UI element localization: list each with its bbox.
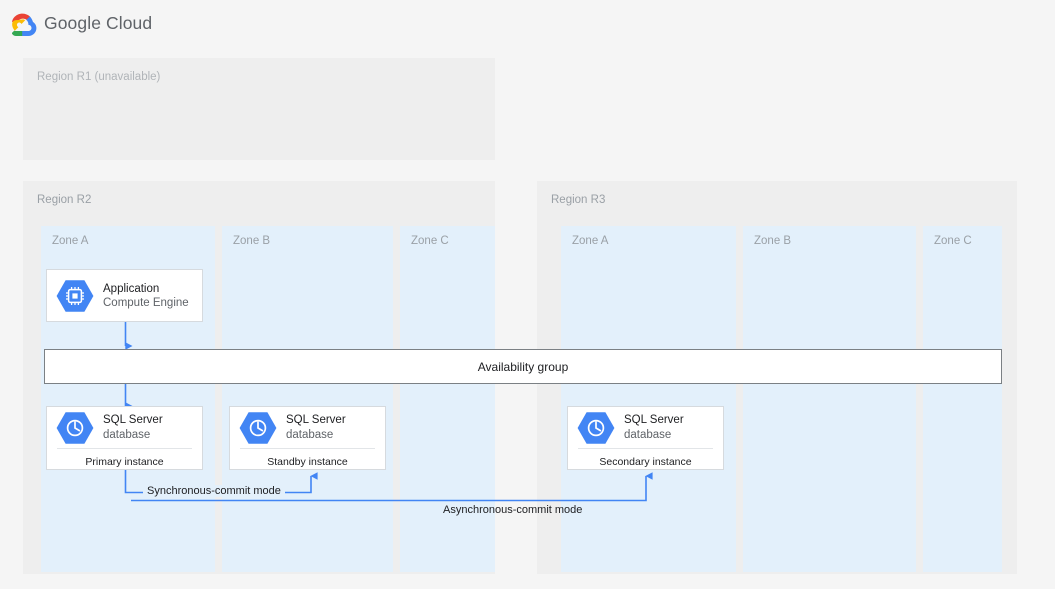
availability-group-label: Availability group (477, 359, 569, 374)
asynchronous-commit-label: Asynchronous-commit mode (443, 504, 583, 516)
sql-server-database-icon (56, 411, 94, 445)
page-header: Google Cloud (0, 0, 1055, 48)
sql-server-database-icon (577, 411, 615, 445)
zone-label: Zone C (934, 235, 972, 247)
availability-group-bar: Availability group (44, 349, 1002, 384)
region-r2-label: Region R2 (37, 194, 92, 206)
card-title: SQL Server (103, 414, 163, 427)
region-r2-zone-c: Zone C (400, 226, 495, 572)
zone-label: Zone A (572, 235, 609, 247)
card-secondary-instance[interactable]: SQL Server database Secondary instance (567, 406, 724, 470)
card-title: SQL Server (286, 414, 346, 427)
card-application[interactable]: Application Compute Engine (46, 269, 203, 322)
card-primary-instance[interactable]: SQL Server database Primary instance (46, 406, 203, 470)
card-subtitle: Compute Engine (103, 297, 189, 309)
zone-label: Zone A (52, 235, 89, 247)
card-footer: Secondary instance (599, 456, 692, 468)
zone-label: Zone C (411, 235, 449, 247)
region-r3-zone-c: Zone C (923, 226, 1002, 572)
region-r2-zone-b: Zone B (222, 226, 393, 572)
region-r3-zone-b: Zone B (743, 226, 916, 572)
card-footer: Primary instance (85, 456, 164, 468)
region-r1: Region R1 (unavailable) (23, 58, 495, 160)
card-subtitle: database (624, 428, 672, 441)
card-divider (578, 448, 713, 449)
card-title: Application (103, 282, 160, 295)
region-r3-zone-a: Zone A (561, 226, 736, 572)
zone-label: Zone B (233, 235, 271, 247)
card-title: SQL Server (624, 414, 684, 427)
card-subtitle: database (286, 428, 334, 441)
compute-engine-icon (56, 279, 94, 313)
zone-label: Zone B (754, 235, 792, 247)
connector-asynchronous-commit (131, 472, 653, 502)
sql-server-database-icon (239, 411, 277, 445)
card-subtitle: database (103, 428, 151, 441)
card-footer: Standby instance (267, 456, 348, 468)
brand-title: Google Cloud (44, 13, 153, 33)
synchronous-commit-label: Synchronous-commit mode (143, 485, 285, 497)
card-standby-instance[interactable]: SQL Server database Standby instance (229, 406, 386, 470)
google-cloud-logo-icon (12, 12, 38, 36)
card-divider (57, 448, 192, 449)
card-divider (240, 448, 375, 449)
region-r3-label: Region R3 (551, 194, 606, 206)
region-r1-label: Region R1 (unavailable) (37, 71, 161, 83)
